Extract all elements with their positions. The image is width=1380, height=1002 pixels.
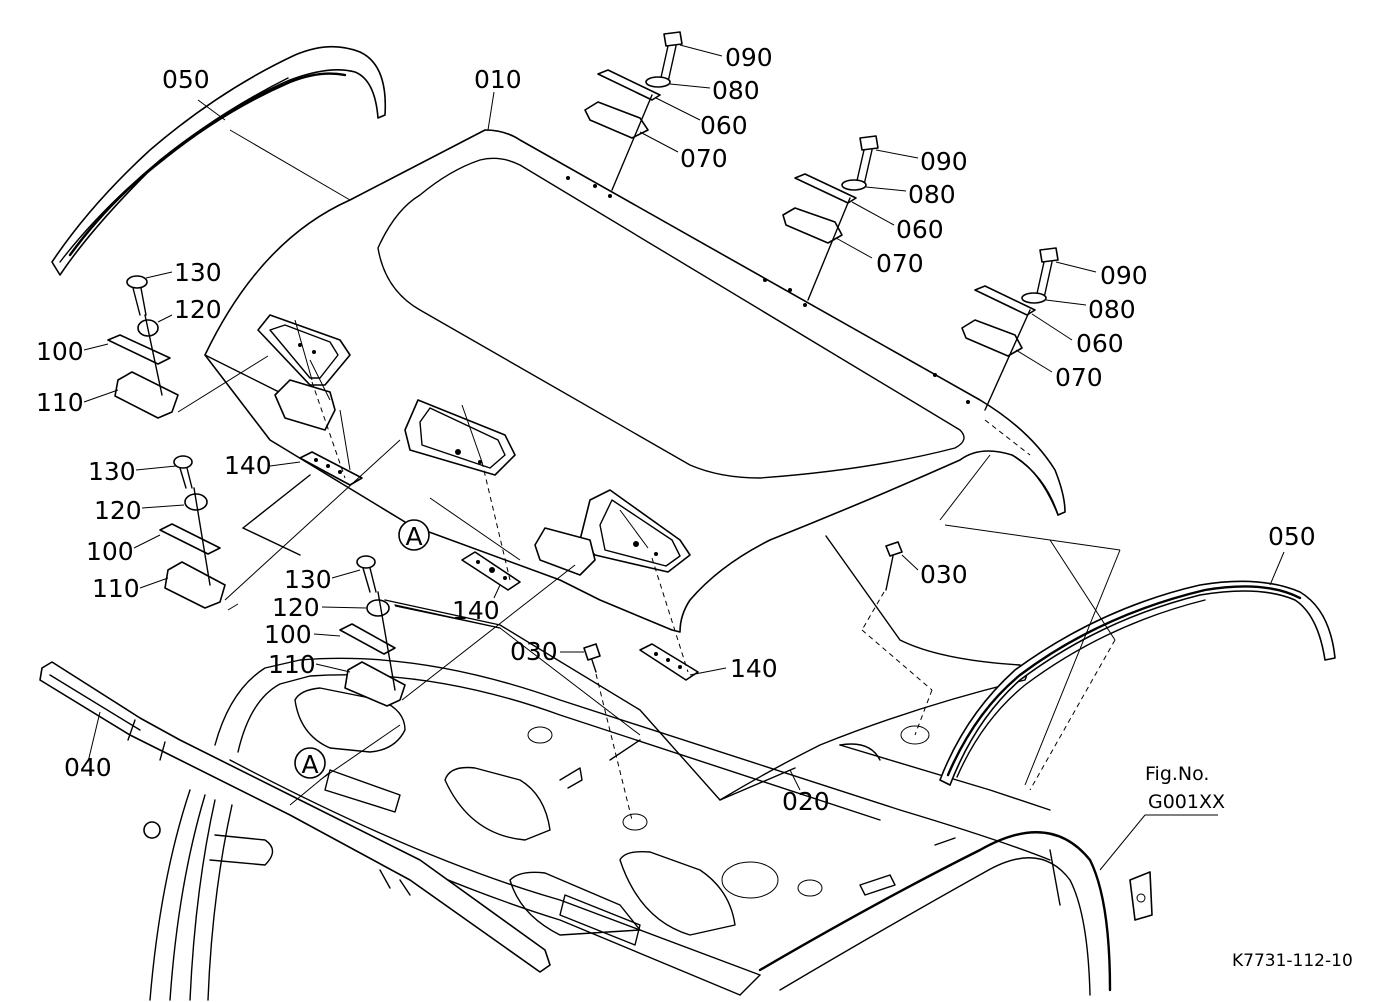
cab-frame <box>143 657 1153 1001</box>
label-050-left: 050 <box>162 65 210 94</box>
label-120-3: 120 <box>272 593 320 622</box>
fastener-set-middle-left <box>159 455 226 609</box>
label-080-2: 080 <box>908 180 956 209</box>
label-110-3: 110 <box>268 650 316 679</box>
front-trim-strip-040 <box>39 661 551 973</box>
marker-a-lower-label: A <box>301 750 318 779</box>
marker-a-upper-label: A <box>405 522 422 551</box>
label-140-2: 140 <box>452 596 500 625</box>
label-030-1: 030 <box>510 637 558 666</box>
label-120-1: 120 <box>174 295 222 324</box>
label-090-3: 090 <box>1100 261 1148 290</box>
label-090-2: 090 <box>920 147 968 176</box>
label-120-2: 120 <box>94 496 142 525</box>
label-050-right: 050 <box>1268 522 1316 551</box>
label-030-2: 030 <box>920 560 968 589</box>
label-020: 020 <box>782 787 830 816</box>
fastener-set-upper-left <box>107 275 179 419</box>
leader-lines <box>83 44 1285 871</box>
figure-reference: Fig.No. G001XX K7731-112-10 <box>1145 763 1353 971</box>
label-110-2: 110 <box>92 574 140 603</box>
label-040: 040 <box>64 753 112 782</box>
marker-a-upper: A <box>398 519 430 551</box>
bolt-assembly-2 <box>782 135 879 301</box>
label-130-3: 130 <box>284 565 332 594</box>
label-070-2: 070 <box>876 249 924 278</box>
label-080-3: 080 <box>1088 295 1136 324</box>
label-010: 010 <box>474 65 522 94</box>
roof-panel-010 <box>204 129 1066 633</box>
bolt-assembly-1 <box>584 31 683 191</box>
label-110-1: 110 <box>36 388 84 417</box>
label-100-1: 100 <box>36 337 84 366</box>
fig-label: Fig.No. <box>1145 763 1209 785</box>
label-100-3: 100 <box>264 620 312 649</box>
drawing-code: K7731-112-10 <box>1232 951 1353 971</box>
label-130-1: 130 <box>174 258 222 287</box>
label-130-2: 130 <box>88 457 136 486</box>
label-080-1: 080 <box>712 76 760 105</box>
label-070-3: 070 <box>1055 363 1103 392</box>
part-labels: 050 010 090 080 060 070 090 080 060 070 … <box>36 43 1316 816</box>
bolt-assembly-3 <box>961 247 1059 411</box>
fig-number: G001XX <box>1148 791 1225 813</box>
label-060-3: 060 <box>1076 329 1124 358</box>
plates-140 <box>299 451 699 681</box>
weather-strip-050-right <box>939 580 1336 786</box>
label-100-2: 100 <box>86 537 134 566</box>
label-060-1: 060 <box>700 111 748 140</box>
label-140-1: 140 <box>224 451 272 480</box>
clips-030 <box>583 541 903 673</box>
label-070-1: 070 <box>680 144 728 173</box>
label-060-2: 060 <box>896 215 944 244</box>
weather-strip-050-left <box>51 45 387 276</box>
fastener-set-lower-left <box>339 555 406 707</box>
label-140-3: 140 <box>730 654 778 683</box>
marker-a-lower: A <box>294 747 326 779</box>
label-090-1: 090 <box>725 43 773 72</box>
